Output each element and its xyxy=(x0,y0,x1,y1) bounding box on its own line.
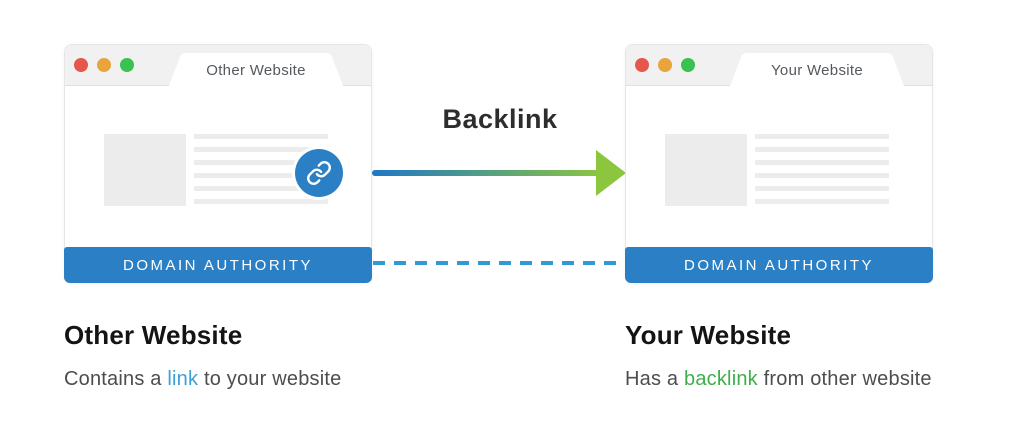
caption-title: Your Website xyxy=(625,320,792,350)
placeholder-text-block xyxy=(755,134,889,204)
link-icon xyxy=(307,161,331,185)
placeholder-text-line xyxy=(755,147,889,152)
tab-shape xyxy=(169,53,343,86)
fullscreen-dot-icon xyxy=(120,58,134,72)
close-dot-icon xyxy=(74,58,88,72)
domain-authority-bar: DOMAIN AUTHORITY xyxy=(625,247,933,283)
placeholder-text-line xyxy=(755,173,889,178)
close-dot-icon xyxy=(635,58,649,72)
minimize-dot-icon xyxy=(97,58,111,72)
browser-tab-other: Other Website xyxy=(169,53,343,86)
tab-title: Your Website xyxy=(771,62,863,79)
placeholder-text-line xyxy=(755,199,889,204)
caption-text-suffix: from other website xyxy=(757,368,932,390)
browser-tab-your: Your Website xyxy=(730,53,904,86)
caption-text-prefix: Contains a xyxy=(64,368,168,390)
caption-text: Contains a link to your website xyxy=(64,368,464,391)
fullscreen-dot-icon xyxy=(681,58,695,72)
browser-header: Your Website xyxy=(626,45,932,86)
caption-title: Other Website xyxy=(64,320,243,350)
caption-your-website: Your Website Has a backlink from other w… xyxy=(625,320,1024,391)
placeholder-text-line xyxy=(755,186,889,191)
browser-window-other: Other Website DOMAIN AUTHORITY xyxy=(64,44,372,283)
placeholder-text-line xyxy=(194,173,328,178)
page-content xyxy=(65,85,371,248)
domain-authority-bar: DOMAIN AUTHORITY xyxy=(64,247,372,283)
caption-other-website: Other Website Contains a link to your we… xyxy=(64,320,464,391)
placeholder-text-line xyxy=(194,134,328,139)
placeholder-text-line xyxy=(194,199,328,204)
domain-authority-connector xyxy=(373,261,624,265)
window-controls xyxy=(74,58,134,72)
browser-window-your: Your Website DOMAIN AUTHORITY xyxy=(625,44,933,283)
tab-shape xyxy=(730,53,904,86)
placeholder-text-line xyxy=(194,186,328,191)
placeholder-text-block xyxy=(194,134,328,204)
placeholder-text-line xyxy=(755,160,889,165)
link-badge xyxy=(295,149,343,197)
placeholder-text-line xyxy=(194,147,328,152)
placeholder-text-line xyxy=(755,134,889,139)
backlink-arrow xyxy=(372,150,626,196)
page-content xyxy=(626,85,932,248)
minimize-dot-icon xyxy=(658,58,672,72)
backlink-label: Backlink xyxy=(442,104,558,134)
browser-header: Other Website xyxy=(65,45,371,86)
backlink-highlight: backlink xyxy=(684,368,758,390)
window-controls xyxy=(635,58,695,72)
placeholder-text-line xyxy=(194,160,328,165)
caption-text-prefix: Has a xyxy=(625,368,685,390)
placeholder-image xyxy=(104,134,186,206)
placeholder-image xyxy=(665,134,747,206)
tab-title: Other Website xyxy=(206,62,306,79)
link-highlight: link xyxy=(167,368,199,390)
caption-text: Has a backlink from other website xyxy=(625,368,1024,391)
caption-text-suffix: to your website xyxy=(198,368,342,390)
